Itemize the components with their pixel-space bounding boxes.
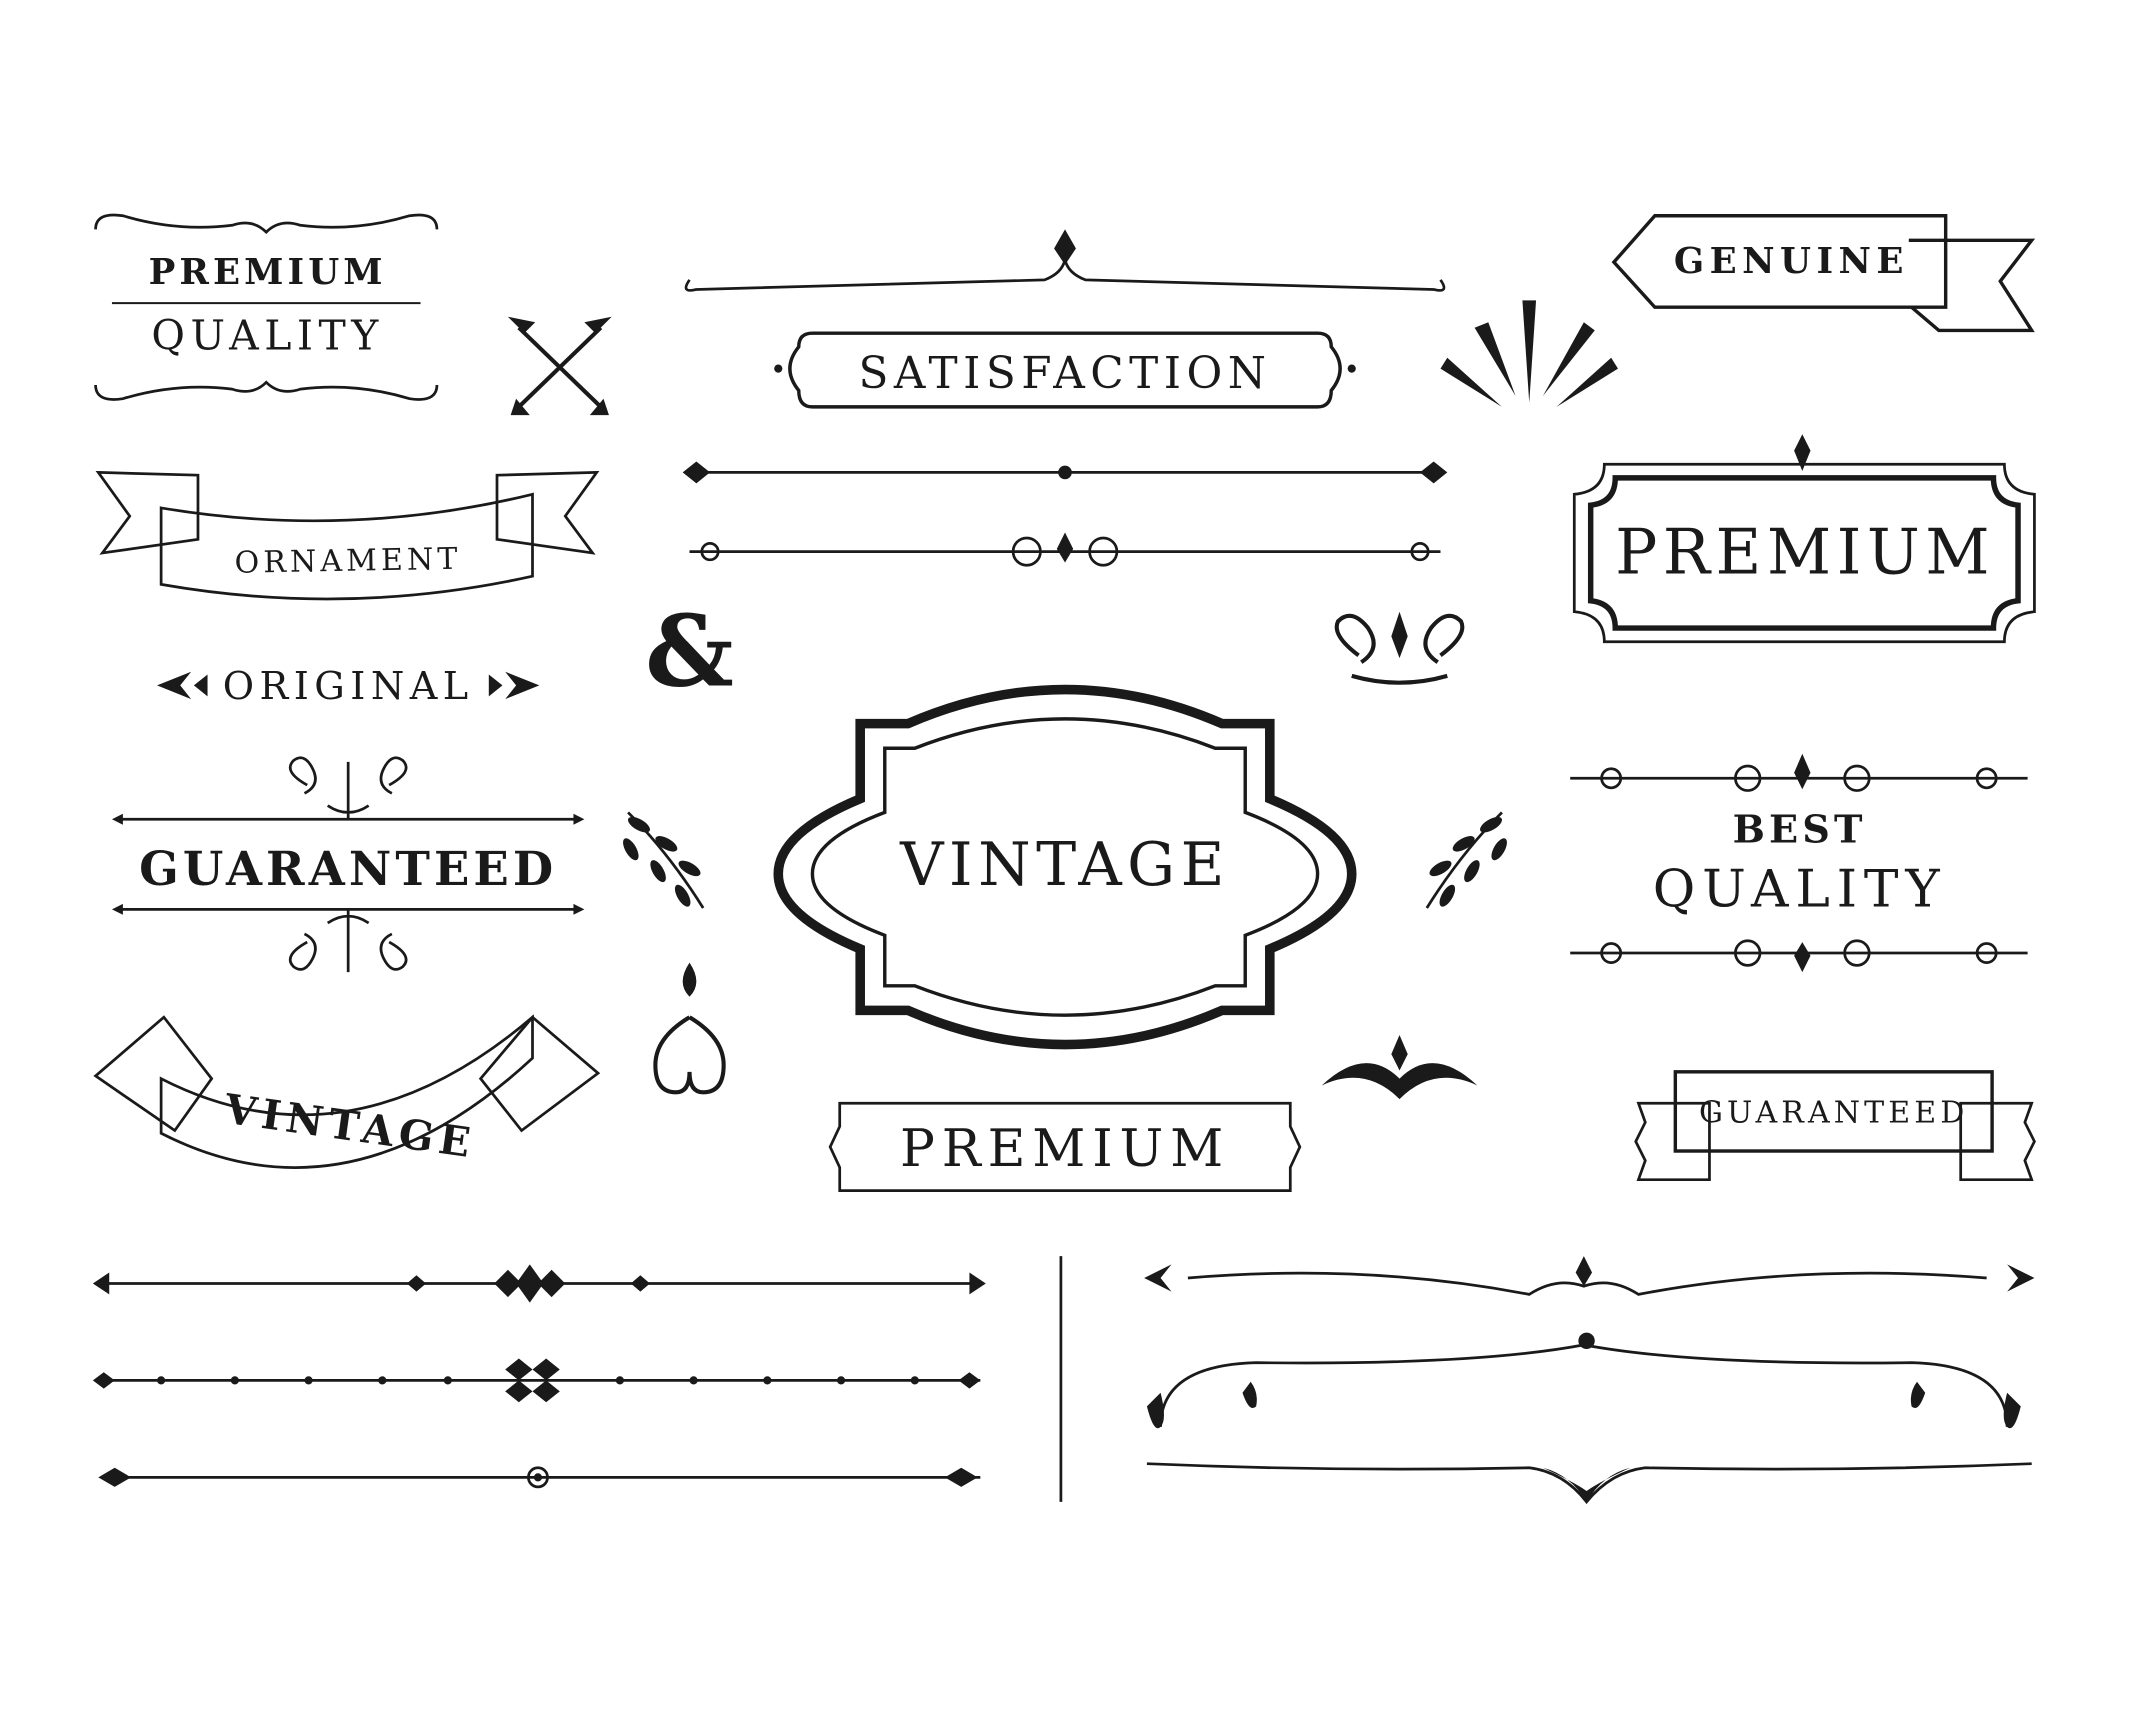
laurel-right-icon [1425, 811, 1507, 909]
bottom-divider-3 [98, 1466, 981, 1489]
premium-plaque: PREMIUM [828, 1101, 1302, 1192]
original-text: ORIGINAL [223, 665, 474, 709]
premium-frame: PREMIUM [1572, 434, 2036, 644]
scroll-divider [689, 532, 1441, 567]
bottom-right-flourish-1 [1144, 1256, 2035, 1296]
curved-ribbon-right-tail [478, 1015, 601, 1133]
dot-divider [682, 461, 1448, 484]
ribbon-body [159, 492, 534, 601]
curved-ribbon-body [159, 1014, 534, 1169]
premium-quality-badge: PREMIUM QUALITY [94, 213, 439, 401]
genuine-arrow-banner: GENUINE [1611, 214, 2036, 333]
vintage-frame: VINTAGE [773, 684, 1357, 1050]
original-label: ORIGINAL [157, 665, 540, 709]
genuine-text: GENUINE [1674, 241, 1909, 282]
vintage-ribbon-text: VINTAGE [221, 1085, 479, 1168]
wing-flourish-icon [1321, 1034, 1478, 1100]
guaranteed-divider-block: GUARANTEED [111, 756, 585, 973]
best-quality-block: BEST QUALITY [1570, 753, 2028, 973]
ornament-text: ORNAMENT [234, 542, 461, 581]
vintage-frame-text: VINTAGE [899, 830, 1230, 900]
ampersand-text: & [645, 594, 734, 709]
heart-flourish-icon [653, 962, 726, 1095]
satisfaction-text: SATISFACTION [859, 348, 1272, 399]
best-quality-text: QUALITY [1653, 860, 1947, 920]
vintage-curved-ribbon: VINTAGE [93, 1014, 601, 1169]
guaranteed-ribbon-text: GUARANTEED [1699, 1095, 1968, 1130]
fleuron-left-icon [157, 671, 208, 700]
bottom-divider-2 [92, 1358, 981, 1403]
satisfaction-plaque: SATISFACTION [774, 331, 1356, 409]
bottom-right-flourish-3 [1146, 1462, 2032, 1505]
premium-plaque-text: PREMIUM [900, 1119, 1230, 1179]
bottom-divider-1 [92, 1264, 986, 1303]
scroll-top-ornament [288, 756, 408, 820]
ornament-ribbon-banner: ORNAMENT [95, 470, 600, 601]
fleuron-right-icon [488, 671, 540, 700]
best-text: BEST [1733, 807, 1867, 852]
top-center-divider [684, 229, 1446, 292]
ribbon-left-tail [95, 470, 200, 555]
curved-ribbon-left-tail [93, 1015, 214, 1133]
badge-bottom-flourish [94, 380, 439, 401]
badge-top-flourish [94, 213, 439, 235]
guaranteed-text: GUARANTEED [139, 841, 557, 896]
scroll-bottom-ornament [288, 909, 408, 973]
ribbon-right-tail [495, 470, 600, 555]
sunburst-icon [1440, 300, 1618, 407]
crossed-arrows-icon [507, 316, 612, 416]
laurel-left-icon [623, 811, 705, 909]
scroll-flourish-icon [1334, 611, 1465, 685]
premium-frame-text: PREMIUM [1615, 515, 1995, 588]
quality-text: QUALITY [151, 312, 383, 360]
bottom-right-flourish-2 [1146, 1332, 2021, 1429]
guaranteed-ribbon-banner: GUARANTEED [1634, 1070, 2036, 1182]
premium-text: PREMIUM [149, 252, 387, 293]
